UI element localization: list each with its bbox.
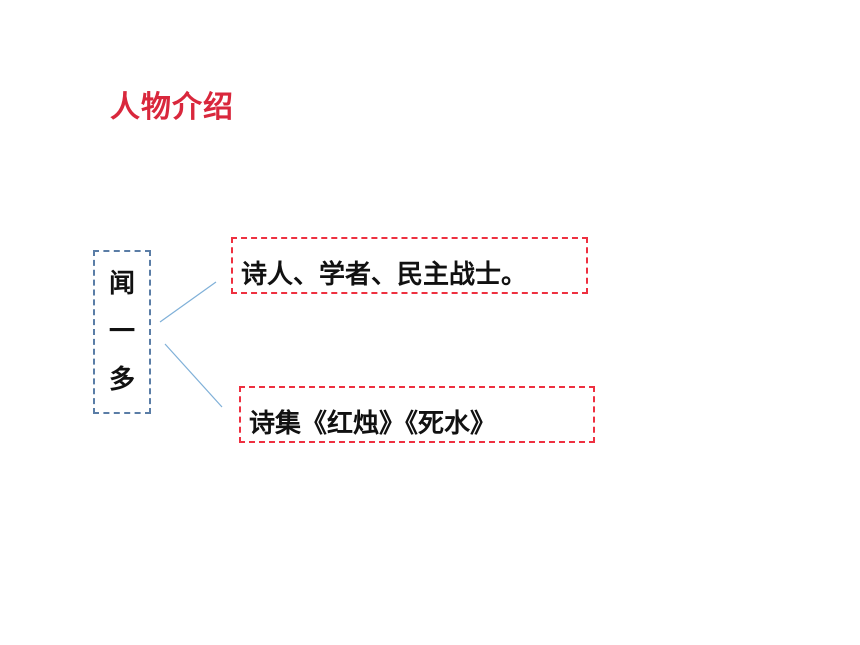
slide-title: 人物介绍 <box>110 90 234 125</box>
person-name-box: 闻 一 多 <box>93 250 151 414</box>
detail-text-identity: 诗人、学者、民主战士。 <box>241 259 528 290</box>
connector-line-upper <box>159 281 217 323</box>
name-char-2: 一 <box>108 317 135 347</box>
detail-box-identity: 诗人、学者、民主战士。 <box>231 237 588 294</box>
detail-text-works: 诗集《红烛》《死水》 <box>249 408 497 439</box>
name-char-3: 多 <box>108 365 135 395</box>
name-char-1: 闻 <box>108 269 135 299</box>
detail-box-works: 诗集《红烛》《死水》 <box>239 386 595 443</box>
connector-line-lower <box>164 343 223 408</box>
